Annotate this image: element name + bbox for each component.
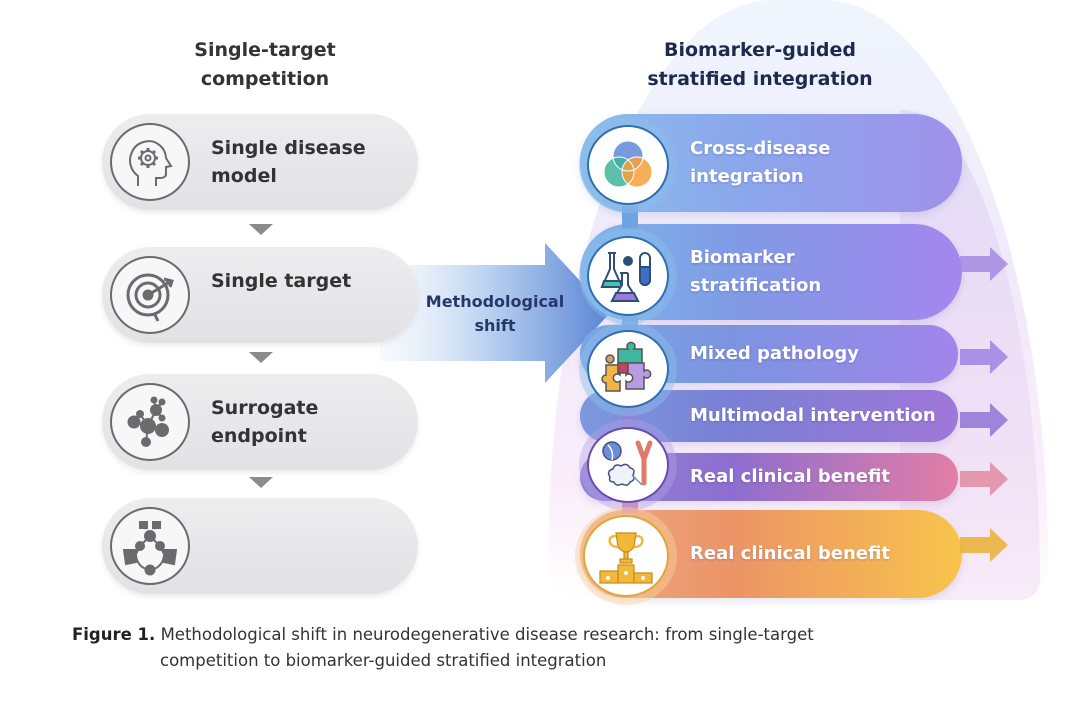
trophy-podium-icon bbox=[583, 515, 669, 597]
left-step-label: Single target bbox=[211, 270, 352, 292]
connector-arrow bbox=[622, 404, 638, 428]
caption-line2: competition to biomarker-guided stratifi… bbox=[160, 651, 607, 670]
left-step-label bbox=[211, 498, 401, 594]
right-step-label: Multimodal intervention bbox=[690, 405, 936, 426]
puzzle-pieces-icon bbox=[587, 330, 669, 408]
right-title-line2: stratified integration bbox=[647, 68, 873, 90]
output-arrow-icon bbox=[960, 340, 1008, 374]
molecule-network-icon bbox=[110, 383, 190, 461]
left-step-pathway bbox=[102, 498, 418, 594]
right-step-label: Real clinical benefit bbox=[690, 466, 890, 487]
output-arrow-icon bbox=[960, 462, 1008, 496]
output-arrow-icon bbox=[960, 528, 1008, 562]
right-step-label: Real clinical benefit bbox=[690, 543, 890, 564]
right-column-title: Biomarker-guided stratified integration bbox=[620, 36, 900, 94]
down-arrow-icon bbox=[249, 224, 273, 235]
caption-line1: Methodological shift in neurodegenerativ… bbox=[160, 625, 814, 644]
head-gears-icon bbox=[110, 123, 190, 201]
down-arrow-icon bbox=[249, 352, 273, 363]
left-title-line2: competition bbox=[200, 68, 330, 90]
pathway-network-icon bbox=[110, 507, 190, 585]
output-arrow-icon bbox=[960, 403, 1008, 437]
target-dart-icon bbox=[110, 256, 190, 334]
methodological-shift-label: Methodological shift bbox=[425, 292, 565, 335]
right-step-label: Mixed pathology bbox=[690, 343, 860, 364]
down-arrow-icon bbox=[249, 477, 273, 488]
caption-label: Figure 1. bbox=[72, 625, 156, 644]
right-title-line1: Biomarker-guided bbox=[663, 39, 857, 61]
methodological-shift-arrow bbox=[380, 243, 610, 383]
venn-diagram-icon bbox=[587, 125, 669, 205]
left-step-single-target: Single target bbox=[102, 247, 418, 343]
output-arrow-icon bbox=[960, 247, 1008, 281]
antibody-cells-icon bbox=[587, 427, 669, 503]
left-column-title: Single-target competition bbox=[150, 36, 380, 94]
left-title-line1: Single-target bbox=[194, 39, 336, 61]
connector-arrow bbox=[622, 316, 638, 330]
lab-flasks-icon bbox=[587, 236, 669, 316]
connector-arrow bbox=[622, 206, 638, 230]
figure-caption: Figure 1. Methodological shift in neurod… bbox=[72, 622, 952, 674]
